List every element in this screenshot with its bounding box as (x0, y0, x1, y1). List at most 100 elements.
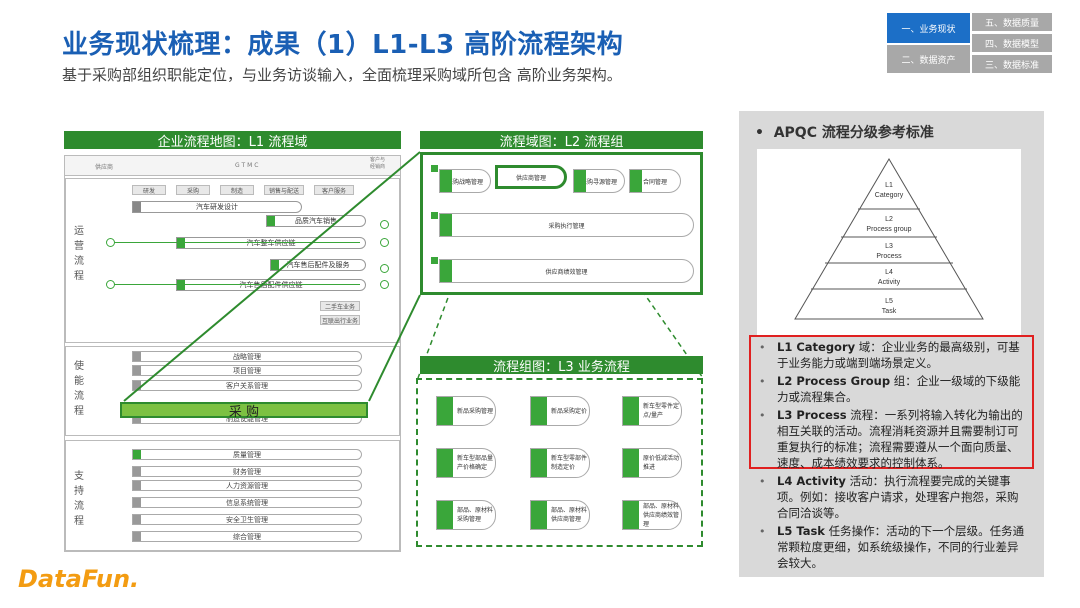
nav-item-quality[interactable]: 五、数据质量 (972, 13, 1052, 31)
row-tag (133, 450, 141, 459)
page-title: 业务现状梳理：成果（1）L1-L3 高阶流程架构 (62, 30, 624, 60)
lane-sales: 销售与配送 (264, 185, 304, 195)
enabler-label: 使能流程 (74, 361, 84, 417)
l3-item: 新品采购定价 (530, 396, 590, 426)
nav-item-assets[interactable]: 二、数据资产 (887, 45, 970, 73)
bullet-dot: • (759, 375, 766, 388)
flow-line (110, 242, 360, 243)
row-tag (531, 501, 547, 529)
row-tag (437, 397, 453, 425)
l1-purchase-highlight[interactable]: 采 购 (120, 402, 368, 420)
row-tag (437, 501, 453, 529)
row-tag (133, 381, 141, 390)
bullet-dot: • (759, 409, 766, 422)
row-tag (133, 515, 141, 524)
l1-top-strip: 供应商 G T M C 客户与 经销商 (65, 156, 400, 176)
row-project: 项目管理 (132, 365, 362, 376)
pyramid-l1-name: Category (875, 192, 904, 199)
def-l1: L1 Category 域：企业业务的最高级别，可基于业务能力或端到端场景定义。 (777, 340, 1020, 370)
mobility-button: 互联出行业务 (320, 315, 360, 325)
apqc-title: • APQC 流程分级参考标准 (755, 125, 934, 141)
pyramid-outline (794, 158, 984, 320)
l3-item: 新品采购管理 (436, 396, 496, 426)
l2-item-selected[interactable]: 供应商管理 (495, 165, 567, 189)
l1-process-map: 供应商 G T M C 客户与 经销商 运营流程 研发 采购 制造 销售与配送 … (64, 155, 401, 552)
lane-rd: 研发 (132, 185, 166, 195)
used-car-button: 二手车业务 (320, 301, 360, 311)
row-finance: 财务管理 (132, 466, 362, 477)
l2-header: 流程域图：L2 流程组 (420, 131, 703, 150)
def-l4: L4 Activity 活动：执行流程要完成的关键事项。例如：接收客户请求，处理… (777, 474, 1019, 520)
pyramid-l4-name: Activity (878, 279, 901, 286)
row-tag (623, 397, 639, 425)
nav-item-business[interactable]: 一、业务现状 (887, 13, 970, 43)
operation-label: 运营流程 (74, 226, 84, 282)
customer-label: 客户与 经销商 (370, 157, 386, 170)
highlight-box (749, 335, 1034, 469)
bar-tag (177, 238, 185, 248)
bar-tag (271, 260, 279, 270)
l3-item: 部品、原材料供应商管理 (530, 500, 590, 530)
row-tag (630, 170, 642, 192)
l3-item: 原价低减活动推进 (622, 448, 682, 478)
l1-bar-after-sales: 汽车售后配件及服务 (270, 259, 366, 271)
nav-item-model[interactable]: 四、数据模型 (972, 34, 1052, 52)
row-general: 综合管理 (132, 531, 362, 542)
section-nav: 一、业务现状 二、数据资产 五、数据质量 四、数据模型 三、数据标准 (887, 13, 1052, 73)
row-tag (623, 449, 639, 477)
bar-tag (177, 280, 185, 290)
l2-process-group: 采购战略管理 供应商管理 采购寻源管理 合同管理 采购执行管理 供应商绩效管理 (420, 152, 703, 295)
bullet-dot: • (759, 525, 766, 538)
l1-header: 企业流程地图：L1 流程域 (64, 131, 401, 150)
row-tag (133, 498, 141, 507)
row-tag (133, 352, 141, 361)
row-tag (574, 170, 586, 192)
apqc-panel: • APQC 流程分级参考标准 L1 Category L2 Process g… (739, 111, 1044, 577)
datafun-logo: DataFun. (18, 565, 140, 593)
pyramid-l4-code: L4 (885, 269, 893, 276)
flow-dot (380, 220, 389, 229)
bullet-dot: • (759, 341, 766, 354)
row-tag (440, 260, 452, 282)
row-hr: 人力资源管理 (132, 480, 362, 491)
pyramid-l5-name: Task (882, 308, 897, 315)
bar-tag (133, 202, 141, 212)
marker (431, 165, 438, 172)
row-crm: 客户关系管理 (132, 380, 362, 391)
flow-line (110, 284, 360, 285)
pyramid-l3-name: Process (876, 253, 902, 260)
lane-manufacture: 制造 (220, 185, 254, 195)
def-l5: L5 Task 任务操作：活动的下一个层级。任务通常颗粒度更细，如系统级操作，不… (777, 524, 1025, 570)
l2-item: 采购执行管理 (439, 213, 694, 237)
lane-service: 客户服务 (314, 185, 354, 195)
row-tag (531, 397, 547, 425)
l3-header: 流程组图：L3 业务流程 (420, 356, 703, 375)
row-tag (133, 481, 141, 490)
flow-dot (106, 280, 115, 289)
l1-enabler-section: 使能流程 战略管理 项目管理 客户关系管理 制造使能管理 (65, 346, 400, 436)
row-tag (440, 170, 452, 192)
pyramid-l2-code: L2 (885, 216, 893, 223)
l2-item: 供应商绩效管理 (439, 259, 694, 283)
gtmc-label: G T M C (235, 162, 259, 169)
apqc-pyramid: L1 Category L2 Process group L3 Process … (757, 149, 1021, 335)
support-label: 支持流程 (74, 471, 84, 527)
row-tag (440, 214, 452, 236)
pyramid-l5-code: L5 (885, 298, 893, 305)
bullet-dot: • (759, 475, 766, 488)
l1-bar-vehicle-supply: 汽车整车供应链 (176, 237, 366, 249)
l1-bar-parts-supply: 汽车售后配件供应链 (176, 279, 366, 291)
def-l3: L3 Process 流程：一系列将输入转化为输出的相互关联的活动。流程消耗资源… (777, 408, 1023, 470)
flow-dot (380, 280, 389, 289)
l1-support-section: 支持流程 质量管理 财务管理 人力资源管理 信息系统管理 安全卫生管理 综合管理 (65, 440, 400, 551)
l1-bar-rd: 汽车研发设计 (132, 201, 302, 213)
row-it: 信息系统管理 (132, 497, 362, 508)
row-tag (437, 449, 453, 477)
l1-bar-sales: 品质汽车销售 (266, 215, 366, 227)
l2-item: 合同管理 (629, 169, 681, 193)
pyramid-l3-code: L3 (885, 243, 893, 250)
row-quality: 质量管理 (132, 449, 362, 460)
nav-item-standard[interactable]: 三、数据标准 (972, 55, 1052, 73)
def-l2: L2 Process Group 组：企业一级域的下级能力或流程集合。 (777, 374, 1021, 404)
